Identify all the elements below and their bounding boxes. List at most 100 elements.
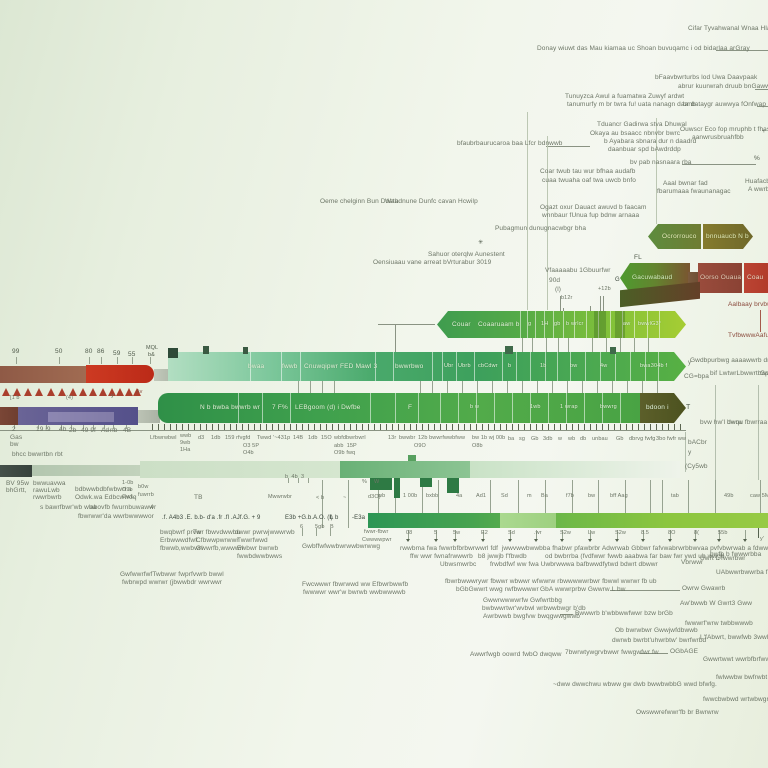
annotation-label: Uwrt L fwwrbwr <box>700 555 746 562</box>
axis-tick <box>170 424 171 430</box>
annotation-label: 99 <box>12 348 20 355</box>
annotation-label: Ba <box>541 493 548 499</box>
annotation-label: % <box>362 479 367 485</box>
annotation-label: wb <box>378 493 386 499</box>
axis-tick <box>260 424 261 430</box>
faded-track-d-segment <box>340 461 470 478</box>
annotation-label: Gas <box>10 434 23 441</box>
axis-tick <box>644 424 645 430</box>
gene-bar-a-label: Ubrb <box>458 362 471 369</box>
mutation-triangle-icon <box>2 388 10 396</box>
axis-tick <box>452 424 453 430</box>
stem-line <box>126 424 127 429</box>
annotation-label: Cwwwwpwr <box>362 537 392 543</box>
axis-tick <box>506 424 507 430</box>
annotation-label: fwwwrf'wrw twbbwwwb <box>685 620 753 627</box>
faded-track-d-segment <box>470 461 680 478</box>
down-arrowhead-icon <box>406 539 410 542</box>
annotation-label: O9O <box>414 443 426 449</box>
annotation-label: bhcc bwwrtbn rbt <box>12 451 63 458</box>
connector-line <box>682 164 756 165</box>
stem-line <box>546 338 547 353</box>
axis-tick <box>332 424 333 430</box>
gene-bar-a-divider <box>645 352 646 381</box>
axis-tick <box>542 424 543 430</box>
annotation-label: Cifar Tyvahwanal Wnaa Hlaam <box>688 25 768 32</box>
stem-line <box>758 385 759 480</box>
down-arrowhead-icon <box>641 539 645 542</box>
stem-line <box>657 380 658 394</box>
stem-line <box>298 380 299 394</box>
annotation-label: 1 00b <box>403 493 418 499</box>
stem-line <box>617 530 618 539</box>
badge-row-1-label: Ocrorrouco <box>662 232 697 240</box>
axis-tick <box>422 424 423 430</box>
annotation-label: 4 <box>150 504 154 511</box>
down-arrowhead-icon <box>453 539 457 542</box>
annotation-label: ~ <box>343 495 347 501</box>
annotation-label: O4b <box>243 450 254 456</box>
annotation-label: 50 <box>55 348 63 355</box>
stem-line <box>688 480 689 528</box>
annotation-label: b8 jwwjb f'fbwdb <box>478 553 527 560</box>
annotation-label: Ad1 <box>476 493 487 499</box>
gene-bar-a-divider <box>375 352 376 381</box>
annotation-label: 08 <box>406 530 413 536</box>
mutation-triangle-icon <box>47 388 55 396</box>
stem-line <box>395 480 396 528</box>
annotation-label: Vbrwwr <box>681 559 704 566</box>
gene-bar-b-divider <box>527 311 528 338</box>
gene-bar-a-divider <box>630 352 631 381</box>
gene-bar-a-divider <box>432 352 433 381</box>
axis-tick <box>590 424 591 430</box>
annotation-label: S2w <box>560 530 571 536</box>
stem-line <box>14 424 15 429</box>
annotation-label: bw 1b wj 00b <box>472 435 506 441</box>
annotation-label: 49 9f <box>81 427 96 434</box>
annotation-label: (4) <box>66 395 74 401</box>
stem-line <box>745 530 746 539</box>
stem-line <box>455 530 456 539</box>
gene-bar-c-divider <box>566 393 567 423</box>
axis-tick <box>512 424 513 430</box>
axis-tick <box>326 424 327 430</box>
gene-bar-b-label: 1H <box>541 320 549 327</box>
stem-line <box>61 424 62 429</box>
stem-line <box>625 480 626 528</box>
annotation-label: 5gb <box>315 524 325 530</box>
axis-tick <box>482 424 483 430</box>
down-arrowhead-icon <box>717 539 721 542</box>
badge-row-2-segment <box>744 263 768 293</box>
annotation-label: Gp <box>760 370 768 377</box>
stem-line <box>547 136 548 310</box>
stem-line <box>656 118 657 224</box>
annotation-label: Fwcwwwr fbwrwwd ww Efbwrbwwfb <box>302 581 409 588</box>
annotation-label: dwrwb bwrbt'uhwrbtw' bwrfwrbd <box>612 637 707 644</box>
axis-tick <box>560 424 561 430</box>
annotation-label: (Cy5wb <box>685 463 708 470</box>
annotation-label: od bwbrrba (fvdfwwr fwwb aaabwa far baw … <box>545 553 725 560</box>
stem-line <box>606 338 607 353</box>
annotation-label: frwbdfwf ww fwa Uwbrwwwa bafbwwdfytwd bd… <box>490 561 658 568</box>
annotation-label: 8.5 <box>641 530 649 536</box>
stem-line <box>492 380 493 394</box>
gene-bar-b-divider <box>610 311 611 338</box>
annotation-label: d3O) <box>368 494 381 500</box>
stem-line <box>395 325 396 352</box>
axis-tick <box>314 424 315 430</box>
annotation-label: Gwwrtwwt wwrbfbrfwwwb .n <box>703 656 768 663</box>
stem-line <box>16 357 17 364</box>
stem-line <box>483 530 484 539</box>
gene-bar-c-divider <box>584 393 585 423</box>
annotation-label: O8b <box>472 443 483 449</box>
gene-bar-b-divider <box>563 311 564 338</box>
axis-tick <box>608 424 609 430</box>
stem-line <box>662 480 663 528</box>
down-arrowhead-icon <box>508 539 512 542</box>
axis-tick <box>518 424 519 430</box>
annotation-label: Awwrfwgb oowrd fwbO dwqww <box>470 651 562 658</box>
annotation-label: aanwrusbruahfbb <box>692 134 744 141</box>
annotation-label: bwwbr <box>399 435 416 441</box>
annotation-label: TB <box>194 494 203 501</box>
annotation-label: tanumurfy m br twra fu! uata nanagn daan… <box>567 101 696 108</box>
